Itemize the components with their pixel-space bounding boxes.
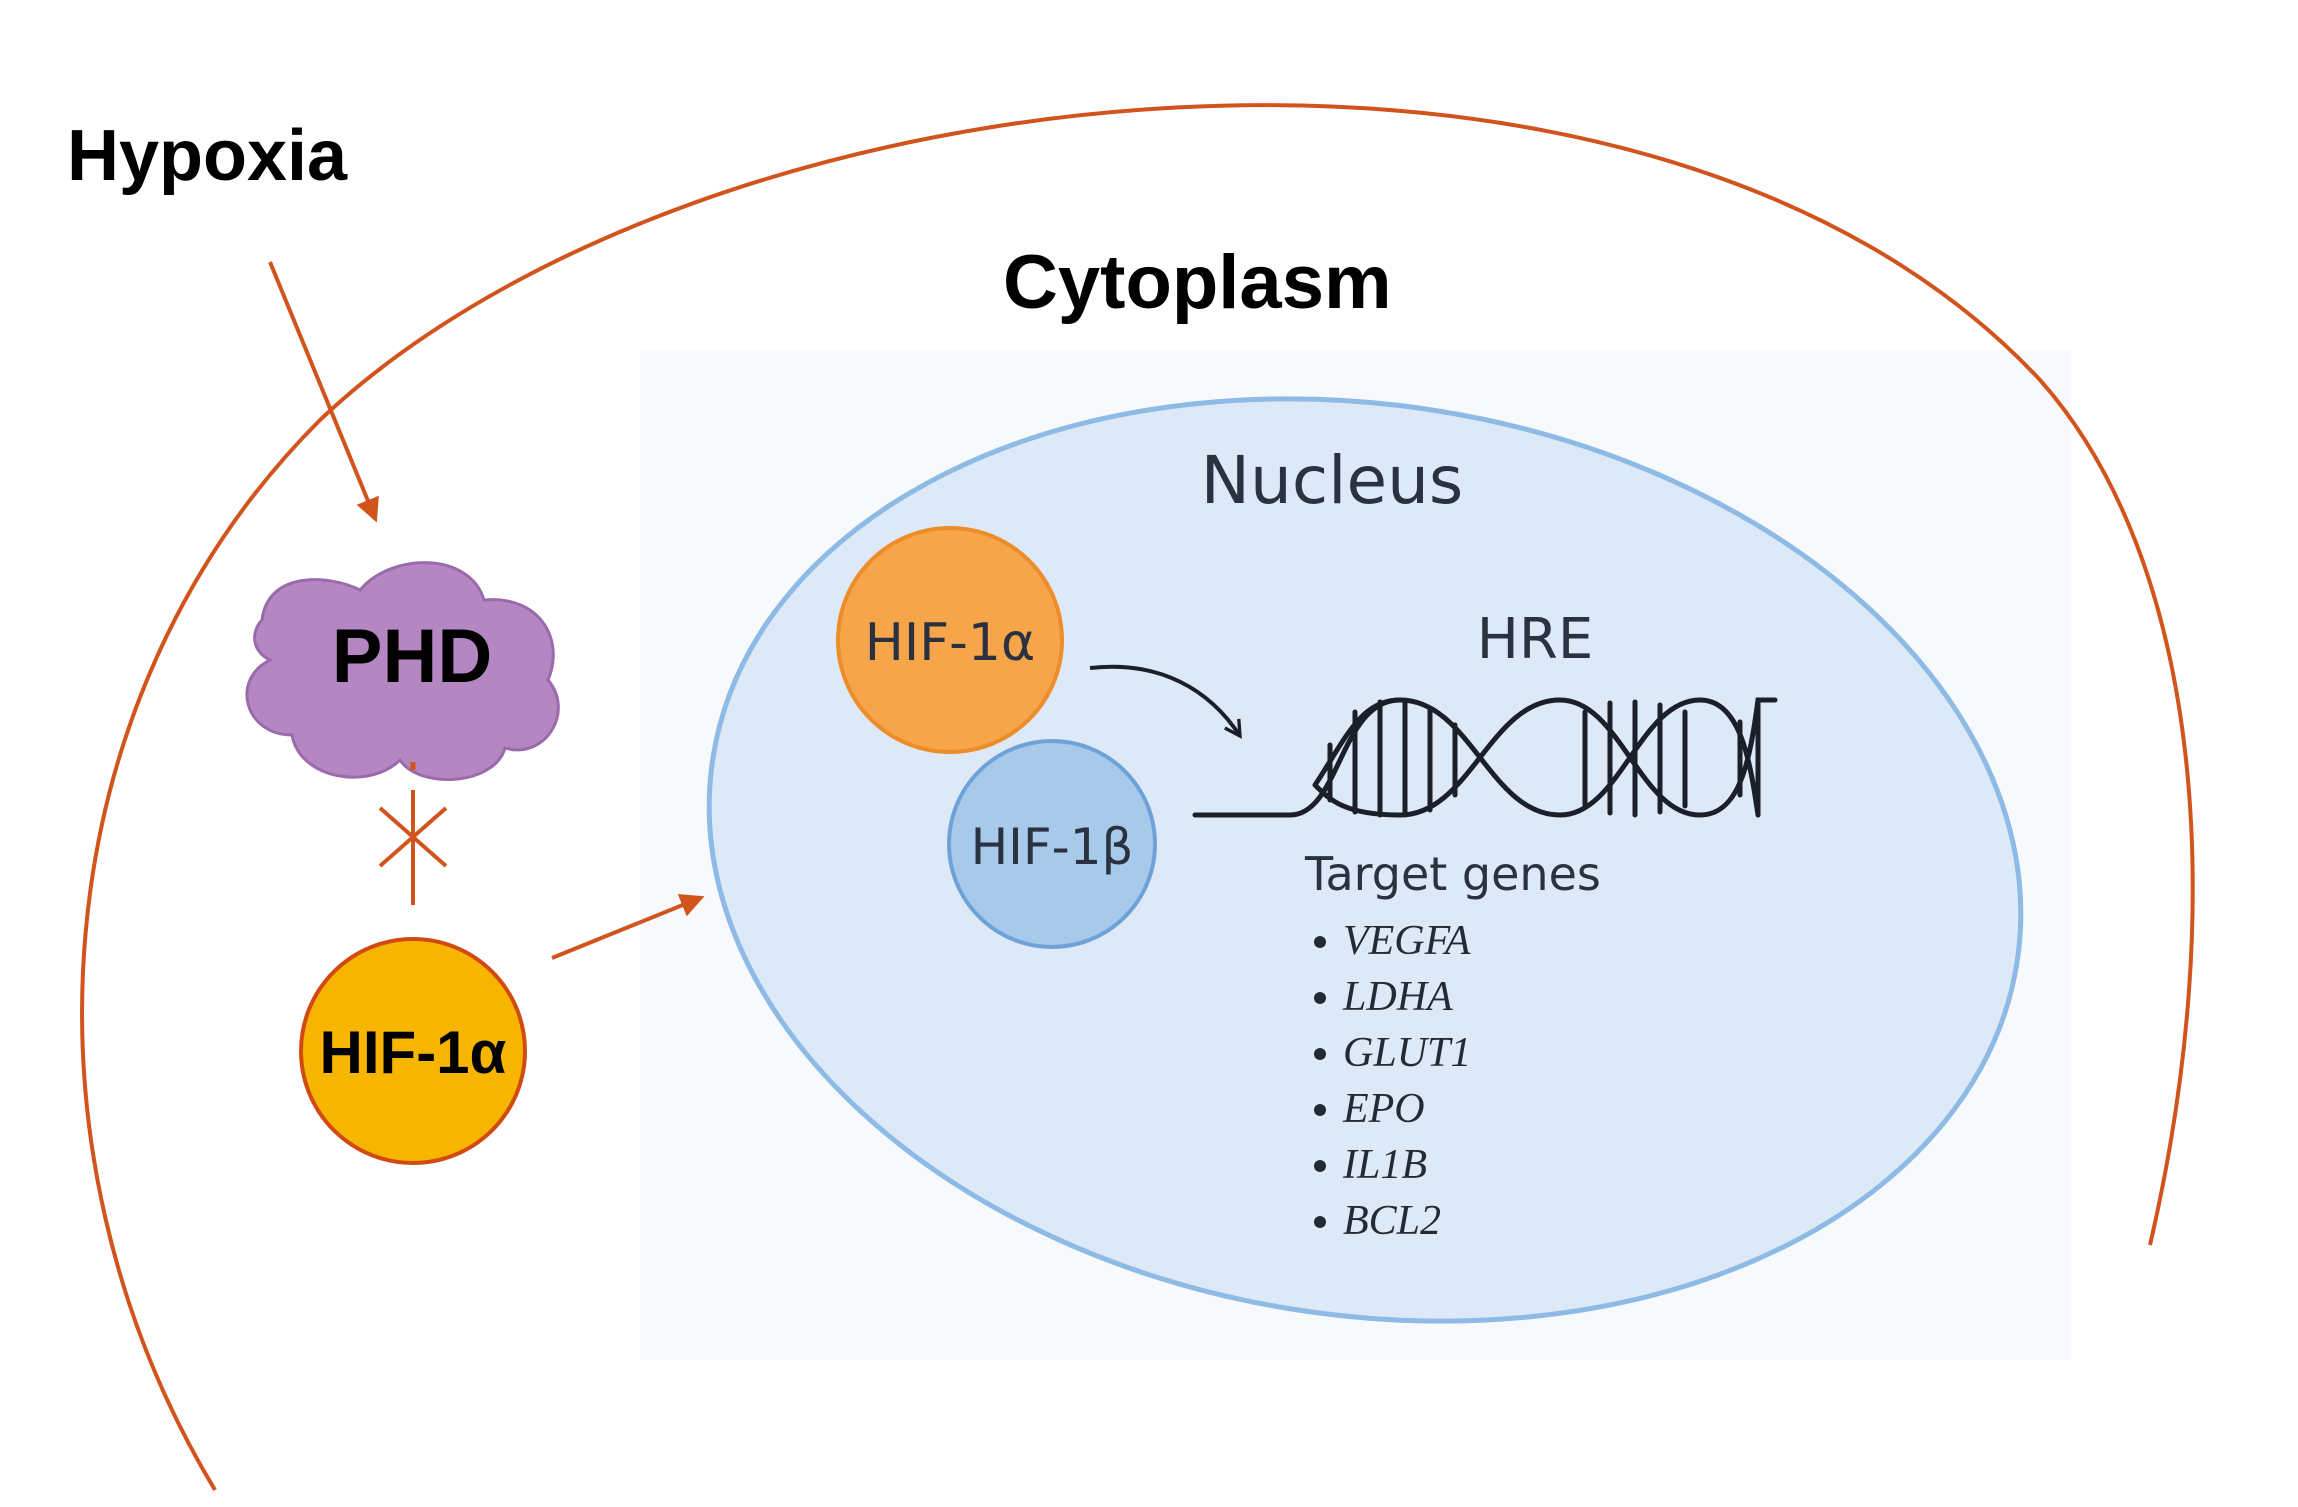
hif1a-to-nucleus-arrow	[551, 894, 705, 960]
bullet-dot-icon	[1314, 1216, 1326, 1228]
target-gene-item: LDHA	[1314, 974, 1453, 1020]
cytoplasm-label: Cytoplasm	[1003, 240, 1392, 325]
bullet-dot-icon	[1314, 1104, 1326, 1116]
target-gene-item: EPO	[1314, 1086, 1425, 1132]
target-gene-item: GLUT1	[1314, 1030, 1471, 1076]
bullet-dot-icon	[1314, 936, 1326, 948]
target-gene-item: VEGFA	[1314, 918, 1471, 964]
hre-label: HRE	[1477, 607, 1593, 672]
bullet-dot-icon	[1314, 1160, 1326, 1172]
hif1a-nucleus-circle	[836, 526, 1064, 754]
hif1a-cytoplasm-label: HIF-1α	[320, 1019, 507, 1086]
target-gene-name: LDHA	[1342, 974, 1453, 1020]
cell-membrane	[80, 103, 2195, 1492]
target-gene-list: VEGFA LDHA GLUT1 EPO IL1B BCL2	[1314, 918, 1471, 1244]
phd-blob-shape	[245, 561, 560, 781]
target-gene-name: EPO	[1342, 1086, 1425, 1132]
hif1b-nucleus-label: HIF-1β	[971, 818, 1134, 876]
binding-curved-arrow	[1089, 664, 1240, 736]
target-gene-name: IL1B	[1342, 1142, 1427, 1188]
target-gene-name: GLUT1	[1343, 1030, 1471, 1076]
target-gene-item: IL1B	[1314, 1142, 1427, 1188]
target-gene-name: VEGFA	[1343, 918, 1471, 964]
nucleus-label: Nucleus	[1201, 442, 1464, 519]
hypoxia-to-phd-arrow	[268, 261, 379, 523]
hif1a-nucleus-label: HIF-1α	[865, 613, 1035, 673]
hif1a-cytoplasm-circle	[299, 937, 527, 1165]
dna-double-helix-icon	[1192, 697, 1778, 818]
bullet-dot-icon	[1314, 992, 1326, 1004]
hypoxia-label: Hypoxia	[67, 116, 348, 196]
phd-label: PHD	[332, 614, 492, 699]
hif1b-nucleus-circle	[947, 739, 1157, 949]
inhibition-blocked-connector	[378, 762, 448, 905]
bullet-dot-icon	[1314, 1048, 1326, 1060]
target-gene-name: BCL2	[1343, 1198, 1441, 1244]
target-genes-heading: Target genes	[1304, 847, 1601, 901]
target-gene-item: BCL2	[1314, 1198, 1441, 1244]
